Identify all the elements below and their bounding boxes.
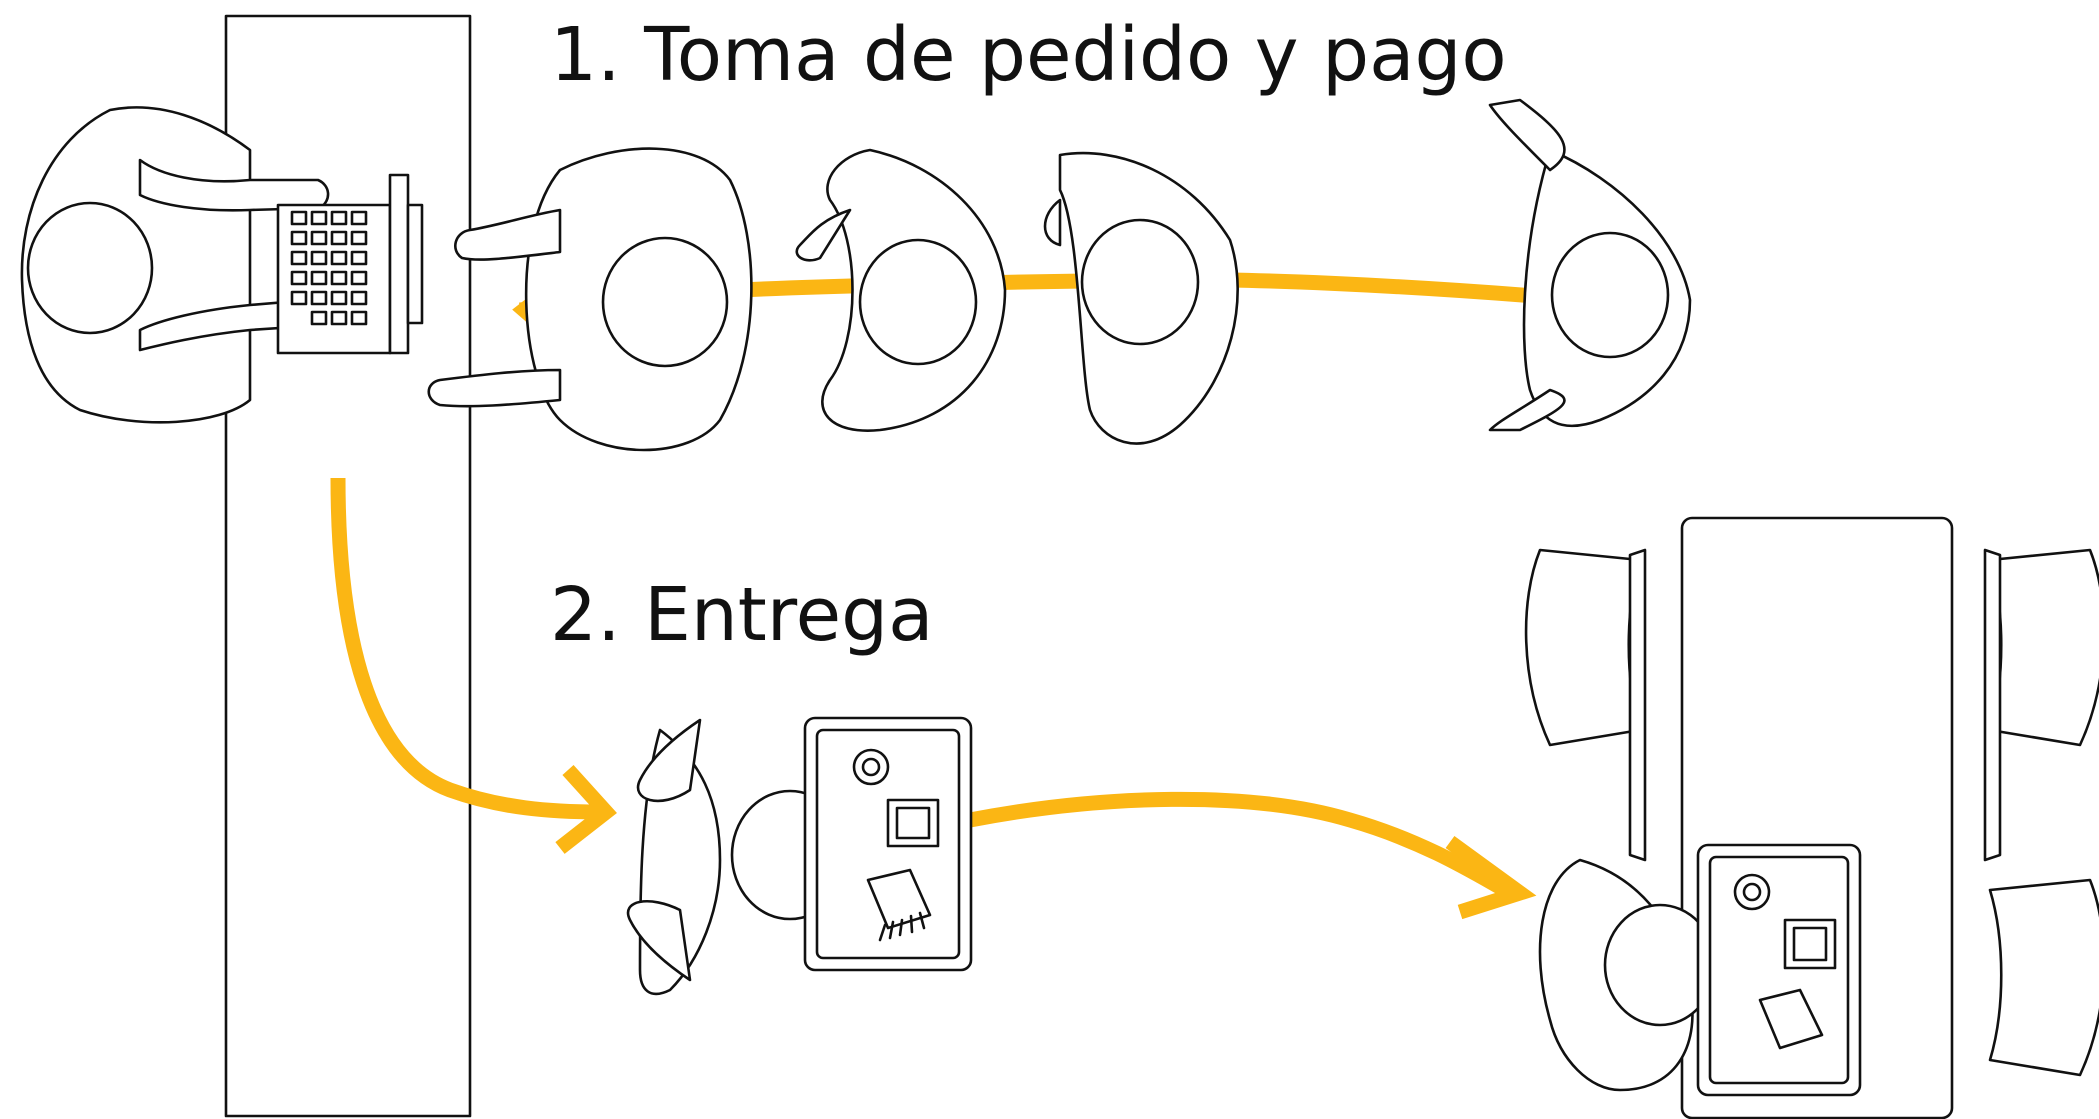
chair-icon (1983, 548, 2099, 862)
customer-person-icon (795, 148, 1007, 432)
tray-icon (1696, 843, 1862, 1097)
cashier-person-icon (20, 106, 330, 424)
customer-person-icon (1043, 151, 1239, 445)
flow-arrow-to-table (968, 791, 1514, 900)
flow-arrow-delivery (330, 477, 601, 820)
customer-person-icon (626, 718, 850, 996)
step-1-label: 1. Toma de pedido y pago (550, 12, 1507, 98)
flow-arrowhead-delivery (555, 764, 617, 854)
customer-person-icon (1488, 98, 1692, 432)
flow-arrowhead-to-table (1445, 835, 1537, 920)
customer-person-icon (427, 147, 753, 452)
cash-register-icon (276, 173, 424, 355)
tray-icon (803, 716, 973, 972)
step-2-label: 2. Entrega (550, 572, 933, 658)
chair-icon (1524, 548, 1647, 862)
chair-icon (1988, 878, 2099, 1077)
